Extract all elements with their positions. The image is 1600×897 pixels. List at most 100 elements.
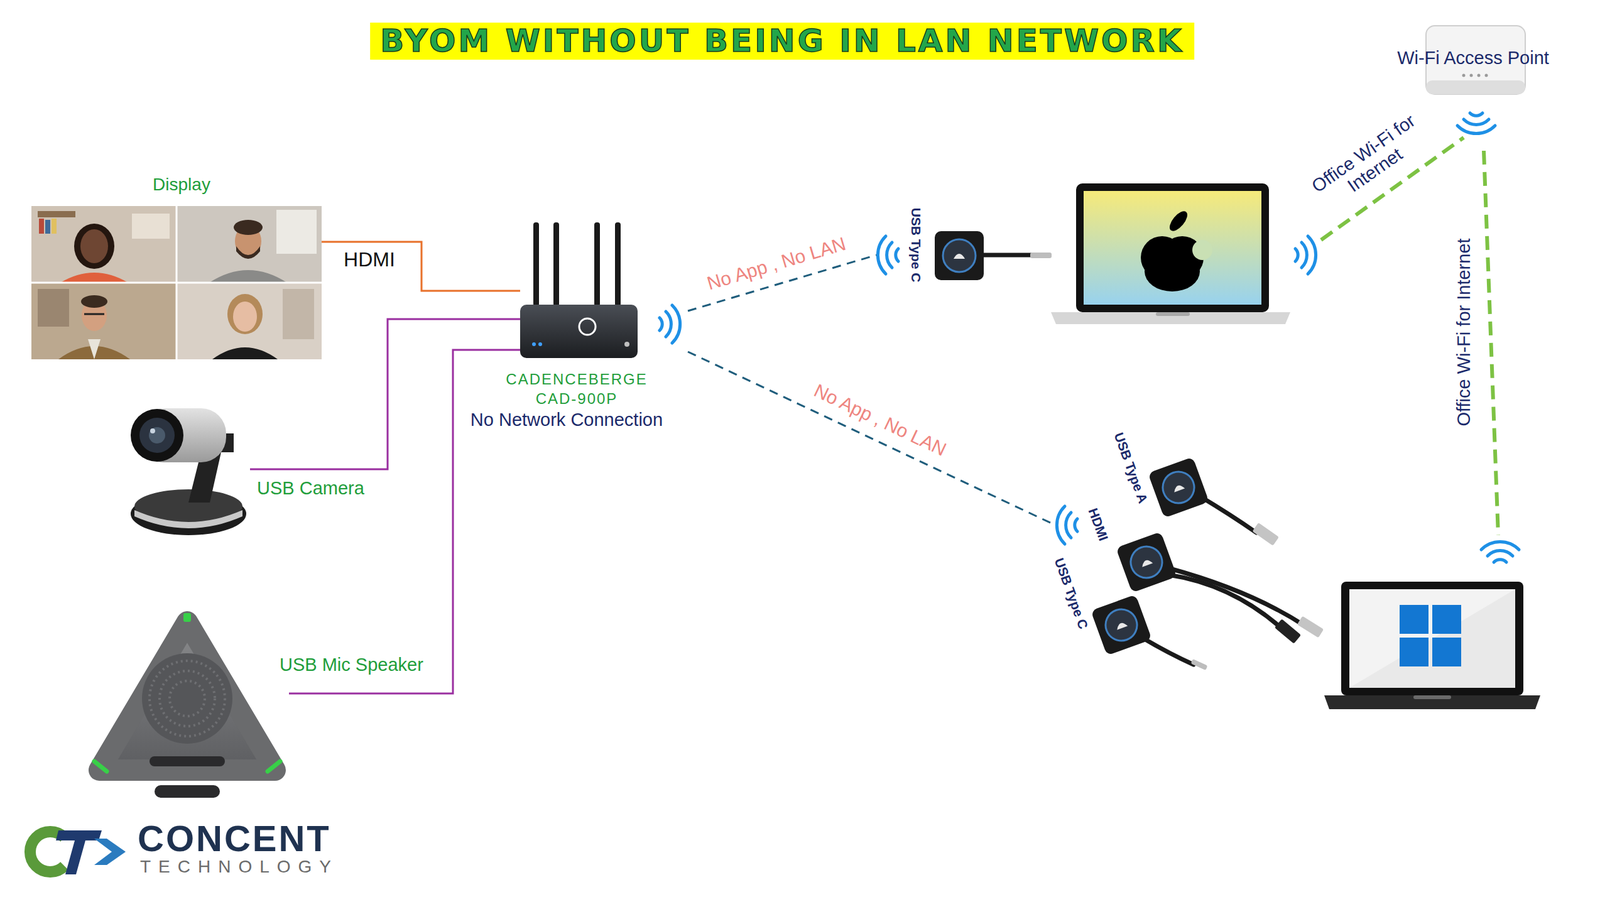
mic-speaker-art-part bbox=[141, 653, 233, 744]
hdmi-dongle-art-part bbox=[1140, 558, 1154, 568]
node-label: HDMI bbox=[1084, 506, 1111, 544]
wifi-link-part bbox=[1483, 150, 1499, 536]
usb-camera-art-part bbox=[138, 408, 227, 463]
mac-laptop-part bbox=[1160, 236, 1204, 279]
wifi-symbol-part bbox=[1074, 518, 1078, 532]
node-label: USB Type C bbox=[1050, 555, 1091, 632]
display-photo-part bbox=[234, 224, 262, 258]
display-photo-part bbox=[58, 346, 131, 360]
wifi-symbol-part bbox=[1301, 242, 1307, 268]
display-photo-part bbox=[87, 339, 101, 360]
windows-laptop-part bbox=[1324, 695, 1541, 710]
dongle-cables-part bbox=[1142, 637, 1194, 665]
mac-laptop-part bbox=[1140, 236, 1184, 279]
usb-camera-art bbox=[130, 408, 247, 536]
mic-speaker-art-part bbox=[149, 660, 225, 737]
logo-mark-part bbox=[55, 830, 102, 875]
usb-c-dongle-art bbox=[934, 231, 1052, 281]
usb-camera-art-part bbox=[134, 510, 243, 529]
display-photo-part bbox=[37, 211, 76, 218]
usb-c-dongle-art-part bbox=[1101, 604, 1142, 646]
wifi-symbol-part bbox=[1463, 119, 1489, 125]
edge-label: No App , No LAN bbox=[704, 233, 849, 295]
edge-label: No App , No LAN bbox=[810, 380, 950, 462]
node-label: USB Mic Speaker bbox=[279, 654, 424, 676]
usb-camera-art-part bbox=[134, 489, 243, 524]
logo-subtitle: TECHNOLOGY bbox=[140, 858, 339, 876]
display-photo-part bbox=[51, 218, 57, 234]
usb-a-dongle: USB Type A bbox=[1124, 439, 1232, 528]
display-photo-part bbox=[233, 219, 263, 235]
connector bbox=[687, 351, 1056, 526]
mic-speaker-art-part bbox=[267, 761, 281, 772]
node-label: USB Camera bbox=[256, 478, 365, 499]
dongle-plugs-part bbox=[1274, 618, 1301, 644]
connector bbox=[288, 349, 521, 694]
mic-speaker-art-part bbox=[159, 670, 215, 727]
bridge-device-art-part bbox=[538, 342, 543, 347]
wifi-link-label: Office Wi-Fi for Internet bbox=[1453, 238, 1475, 426]
usb-c-dongle-art-part bbox=[983, 253, 1032, 258]
display-photo-part bbox=[45, 219, 51, 234]
display-photo-part bbox=[38, 218, 44, 234]
wifi-symbol-part bbox=[1457, 125, 1496, 134]
windows-laptop-part bbox=[1341, 581, 1524, 696]
access-point-art-part bbox=[1425, 80, 1526, 95]
access-point: Wi-Fi Access Point bbox=[1391, 25, 1555, 101]
display-photo-part bbox=[31, 206, 177, 283]
mac-laptop-part bbox=[1192, 239, 1213, 261]
wifi-link-label: Office Wi-Fi for Internet bbox=[1306, 109, 1433, 215]
diagram-title: BYOM WITHOUT BEING IN LAN NETWORK bbox=[370, 22, 1195, 60]
windows-laptop-part bbox=[1413, 695, 1452, 700]
display-photo-part bbox=[84, 313, 105, 316]
windows-laptop-part bbox=[1432, 637, 1462, 667]
windows-laptop-part bbox=[1349, 589, 1516, 688]
mac-laptop-part bbox=[1050, 312, 1291, 325]
mac-laptop bbox=[1050, 183, 1291, 325]
usb-c-dongle-art-part bbox=[1030, 252, 1052, 259]
windows-laptop-part bbox=[1399, 637, 1429, 667]
node-label: USB Type C bbox=[908, 207, 924, 283]
mic-speaker-art bbox=[94, 613, 281, 798]
wifi-symbol-part bbox=[1487, 550, 1513, 556]
mac-laptop-part bbox=[1144, 251, 1200, 292]
usb-c-dongle-art bbox=[1090, 594, 1152, 656]
usb-camera-art-part bbox=[188, 433, 234, 503]
dongle-plugs bbox=[1191, 522, 1325, 671]
wifi-symbol-part bbox=[1493, 559, 1507, 563]
wifi-symbol bbox=[659, 113, 1519, 563]
usb-camera-art-part bbox=[150, 428, 156, 434]
wifi-symbol-part bbox=[1481, 541, 1519, 550]
display-photo-part bbox=[276, 209, 317, 254]
usb-c-dongle-art-part bbox=[942, 239, 976, 273]
usb-a-dongle-art-part bbox=[1172, 483, 1186, 493]
usb-camera-art-part bbox=[130, 492, 247, 536]
usb-c-dongle: USB Type C bbox=[876, 213, 990, 289]
display-photo-part bbox=[131, 213, 170, 239]
usb-camera: USB Camera bbox=[127, 397, 251, 539]
usb-camera-art-part bbox=[148, 427, 166, 444]
windows-laptop bbox=[1324, 581, 1541, 710]
hdmi-dongle-art-part bbox=[1115, 531, 1177, 593]
wifi-link bbox=[1321, 137, 1499, 536]
bridge-device-art-part bbox=[594, 222, 600, 307]
wifi-symbol-part bbox=[665, 311, 671, 337]
node-label: Wi-Fi Access Point bbox=[1397, 47, 1550, 69]
mac-laptop-part bbox=[1155, 312, 1190, 316]
display-photo-part bbox=[31, 282, 177, 360]
access-point-art-part bbox=[1469, 74, 1474, 78]
dongle-cables bbox=[1142, 496, 1304, 665]
display-photo-part bbox=[37, 288, 70, 327]
display-photo bbox=[31, 206, 322, 360]
wifi-symbol-part bbox=[1307, 236, 1317, 274]
dongle-cables-part bbox=[1169, 568, 1304, 626]
display-photo-part bbox=[176, 282, 322, 360]
usb-camera-art-part bbox=[130, 408, 184, 462]
display-photo-part bbox=[227, 293, 263, 335]
wifi-symbol-part bbox=[659, 317, 663, 331]
display-photo-part bbox=[60, 272, 129, 283]
bridge-device-art bbox=[520, 222, 638, 359]
windows-laptop-part bbox=[1399, 604, 1429, 634]
